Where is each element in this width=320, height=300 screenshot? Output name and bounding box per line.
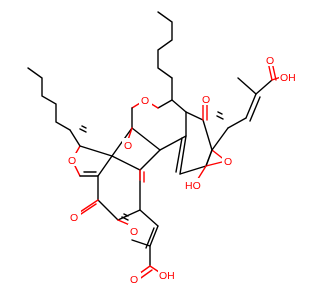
oxygen-label: O	[68, 155, 76, 167]
lower-acid-chain	[131, 209, 163, 281]
oxygen-label: O	[124, 140, 132, 152]
left-pyran-ring	[69, 127, 133, 177]
oxygen-label: O	[130, 274, 138, 286]
hydroxyl-label: OH	[159, 270, 175, 282]
oxygen-label: O	[141, 95, 149, 107]
right-ring	[175, 103, 227, 183]
central-core	[77, 127, 161, 227]
oxygen-label: O	[130, 226, 138, 238]
hydroxyl-label: OH	[280, 72, 296, 84]
left-pentyl-chain	[27, 67, 71, 131]
upper-pentyl-chain	[157, 11, 173, 79]
upper-bridge-ring	[131, 77, 187, 151]
upper-acid-chain	[211, 61, 285, 151]
oxygen-label: O	[70, 212, 78, 224]
oxygen-label: O	[224, 156, 232, 168]
oxygen-label: O	[266, 55, 274, 67]
stereo-wedges	[79, 111, 224, 221]
hydroxyl-label: HO	[185, 180, 201, 192]
oxygen-label: O	[202, 94, 210, 106]
atom-labels: O O O O OH O HO O O O O OH	[66, 53, 299, 286]
molecule-diagram: O O O O OH O HO O O O O OH	[27, 11, 299, 286]
structure-drawing: O O O O OH O HO O O O O OH	[27, 11, 299, 286]
